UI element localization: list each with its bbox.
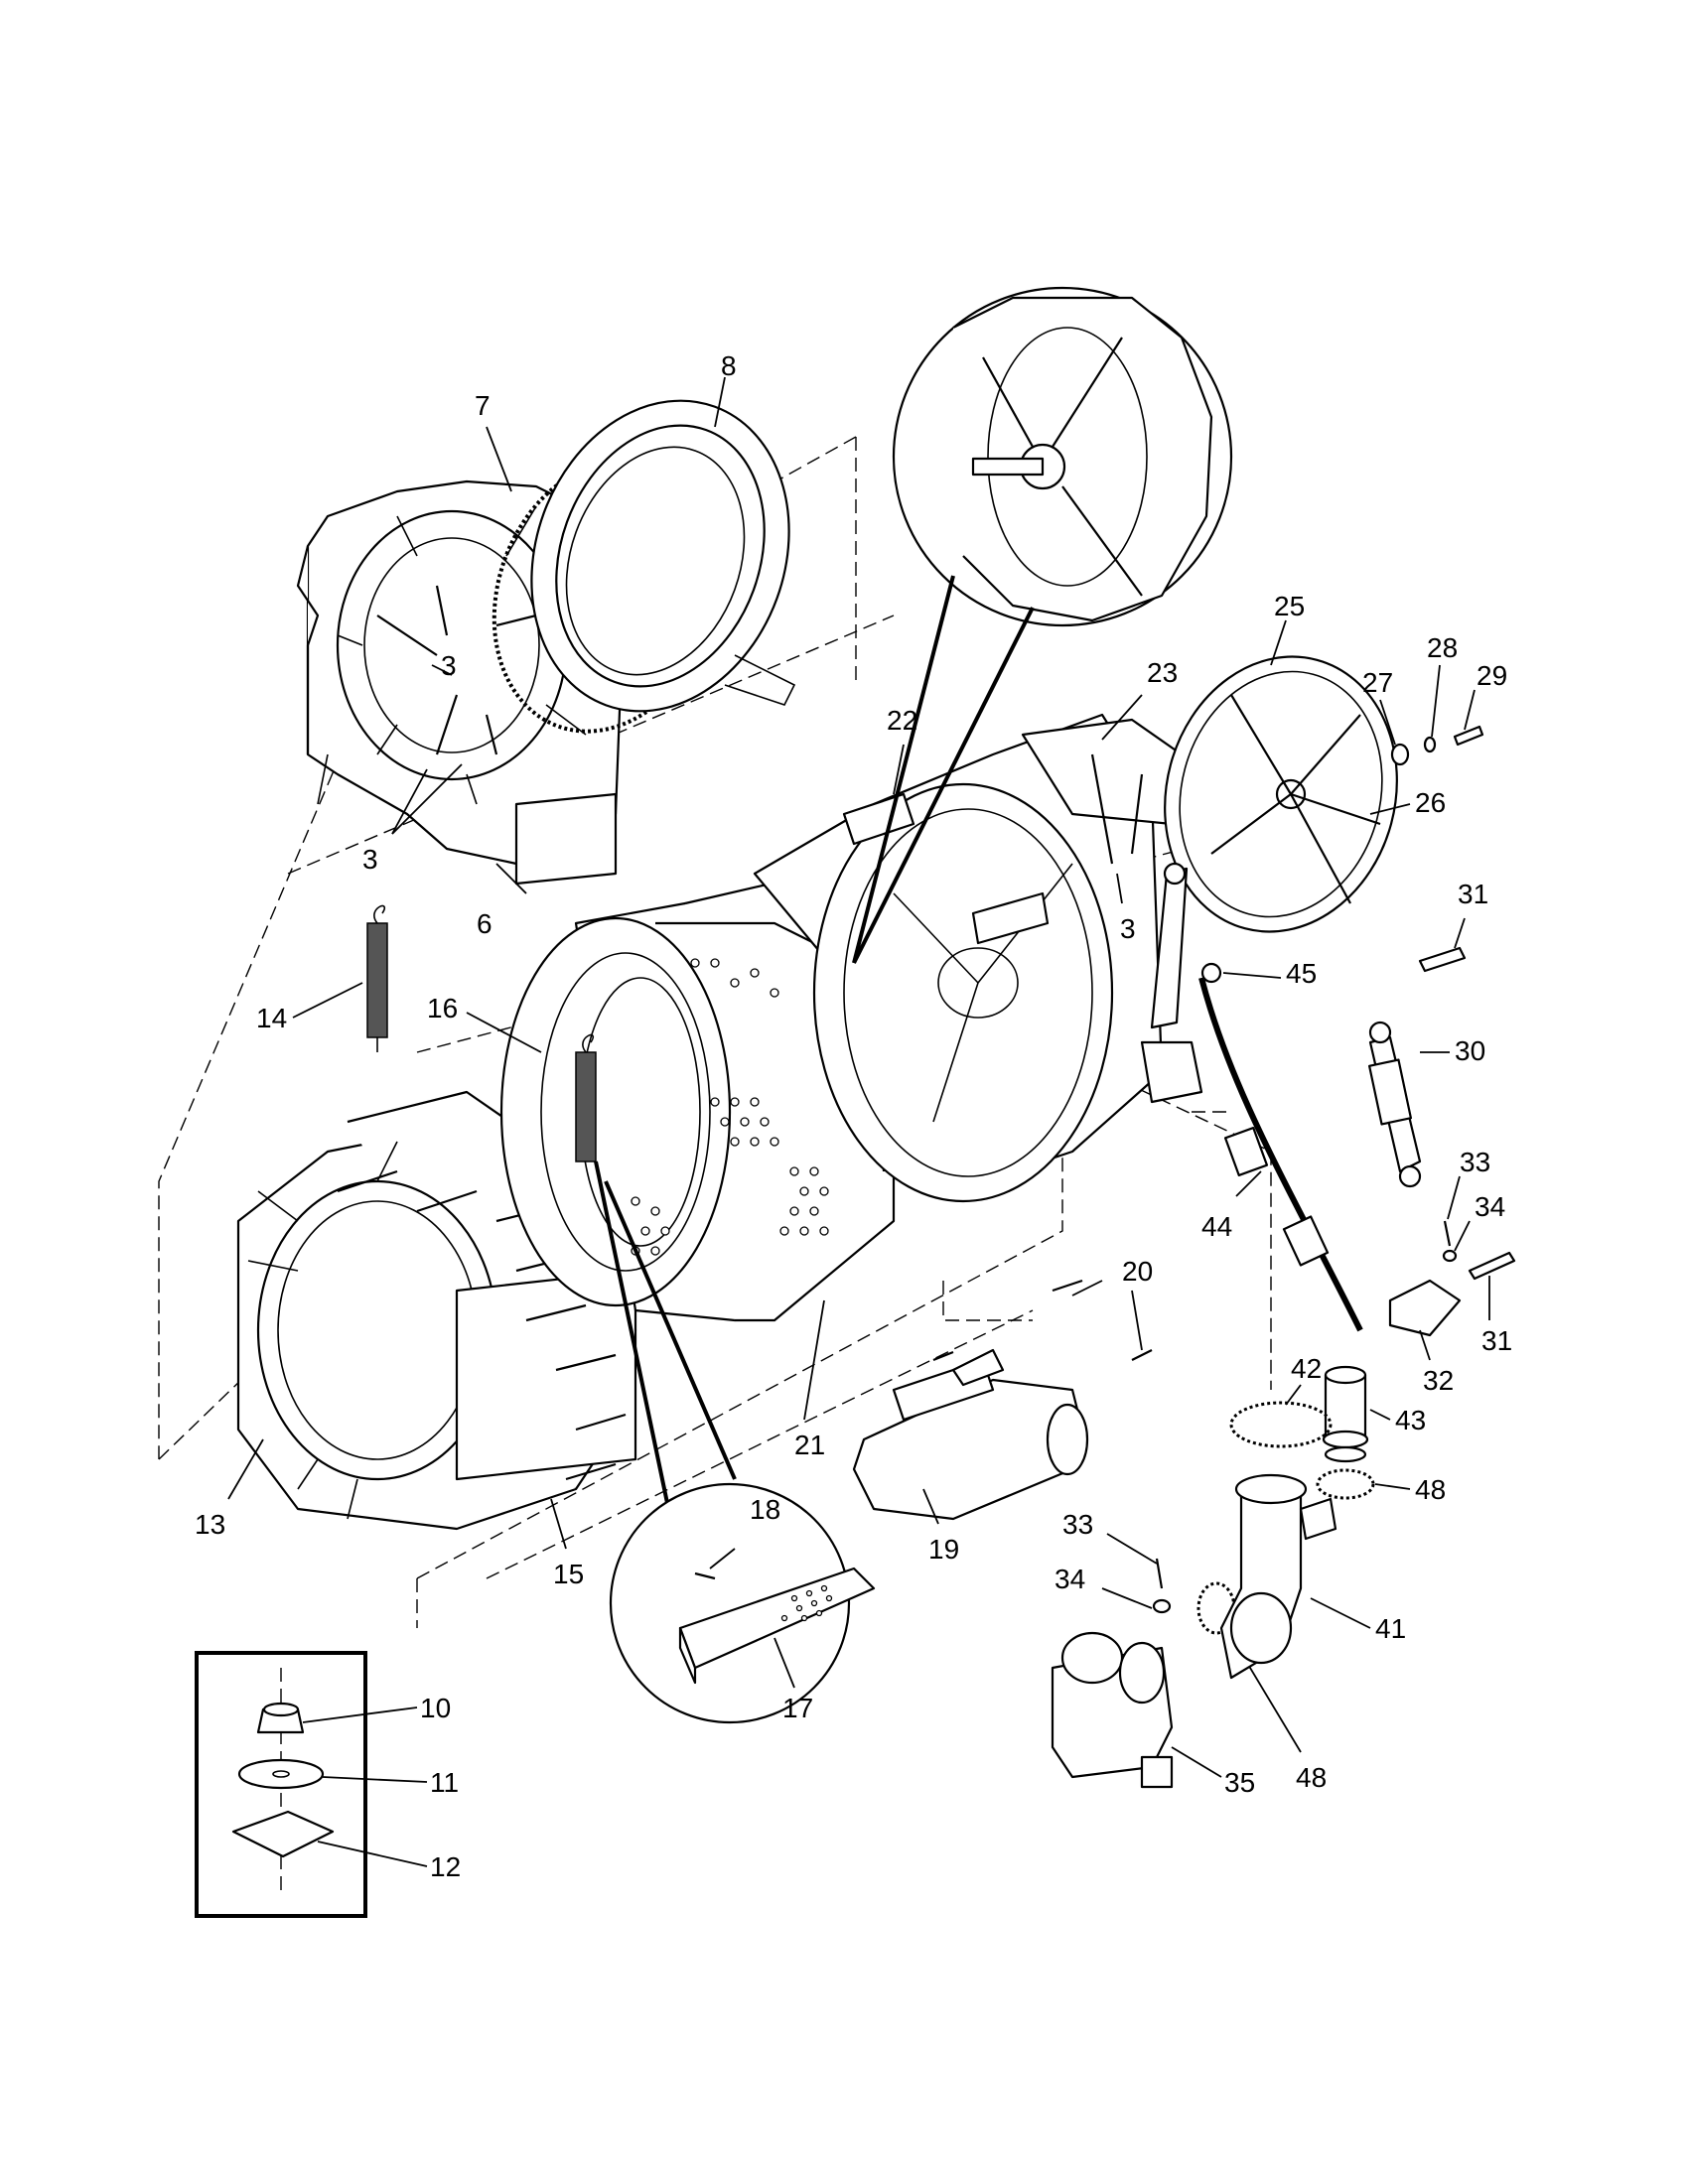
label-23: 23 — [1147, 657, 1178, 688]
label-43: 43 — [1395, 1405, 1426, 1435]
label-8: 8 — [721, 350, 737, 381]
label-31: 31 — [1458, 879, 1488, 909]
label-14: 14 — [256, 1003, 287, 1033]
pressure-hose — [1198, 962, 1363, 1332]
pulley-hardware — [1379, 664, 1484, 766]
door-boot — [530, 376, 796, 713]
rear-tub-half — [753, 694, 1203, 1203]
label-11: 11 — [430, 1767, 459, 1798]
label-3: 3 — [441, 650, 457, 681]
part-number-labels: 3 3 3 6 7 8 10 11 12 13 14 15 16 17 18 1… — [195, 350, 1512, 1882]
label-17: 17 — [782, 1693, 813, 1723]
label-35: 35 — [1224, 1767, 1255, 1798]
suspension-spring-right — [575, 1033, 597, 1162]
sump-clamps — [1196, 1384, 1411, 1753]
label-41: 41 — [1375, 1613, 1406, 1644]
drum-perforations — [631, 958, 829, 1256]
label-6: 6 — [477, 908, 492, 939]
label-33: 33 — [1062, 1509, 1093, 1540]
label-3: 3 — [1120, 913, 1136, 944]
sump-hose — [1219, 1473, 1371, 1680]
label-30: 30 — [1455, 1035, 1485, 1066]
label-28: 28 — [1427, 632, 1458, 663]
label-16: 16 — [427, 993, 458, 1024]
label-34: 34 — [1475, 1191, 1505, 1222]
label-21: 21 — [794, 1430, 825, 1460]
detail-callout-spider — [852, 286, 1233, 964]
label-26: 26 — [1415, 787, 1446, 818]
label-12: 12 — [430, 1851, 461, 1882]
label-22: 22 — [887, 705, 917, 736]
label-10: 10 — [420, 1693, 451, 1723]
air-dome — [1322, 1365, 1391, 1463]
label-13: 13 — [195, 1509, 225, 1540]
label-3: 3 — [362, 844, 378, 875]
drain-pump — [1051, 1533, 1222, 1789]
label-7: 7 — [475, 390, 491, 421]
label-29: 29 — [1477, 660, 1507, 691]
label-25: 25 — [1274, 591, 1305, 621]
shock-absorbers — [1150, 862, 1450, 1188]
drive-motor — [852, 1279, 1153, 1525]
label-48: 48 — [1415, 1474, 1446, 1505]
label-18: 18 — [750, 1494, 780, 1525]
label-32: 32 — [1423, 1365, 1454, 1396]
drive-pulley — [1164, 619, 1411, 933]
label-33: 33 — [1460, 1147, 1490, 1177]
label-31: 31 — [1481, 1325, 1512, 1356]
label-42: 42 — [1291, 1353, 1322, 1384]
label-34: 34 — [1055, 1564, 1085, 1594]
label-45: 45 — [1286, 958, 1317, 989]
label-48: 48 — [1296, 1762, 1327, 1793]
label-27: 27 — [1362, 667, 1393, 698]
label-15: 15 — [553, 1559, 584, 1589]
leveling-foot-inset — [195, 1651, 428, 1918]
rear-bolts — [1090, 753, 1144, 904]
label-19: 19 — [928, 1534, 959, 1565]
label-44: 44 — [1201, 1211, 1232, 1242]
suspension-spring-left — [292, 904, 388, 1052]
counterweight-bolts — [376, 585, 537, 835]
shock-bracket — [1388, 1175, 1471, 1361]
detail-callout-baffle — [594, 1160, 876, 1724]
shock-pins — [1418, 917, 1516, 1320]
label-20: 20 — [1122, 1256, 1153, 1287]
